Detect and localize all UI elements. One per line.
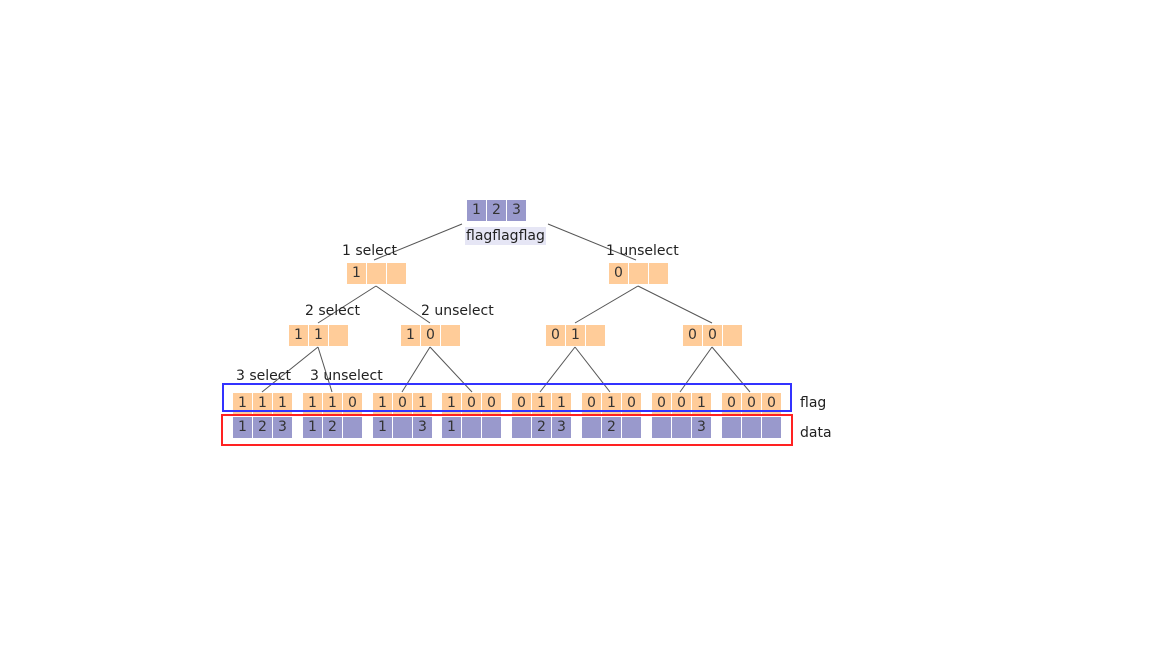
flag-leaf-8-cell-3: 0 bbox=[762, 393, 781, 414]
level2-node-1-cell-2: 1 bbox=[309, 325, 328, 346]
data-row-label: data bbox=[800, 425, 832, 441]
edge-l1b-l2d bbox=[637, 285, 713, 324]
root-label: flagflagflag bbox=[465, 227, 546, 245]
data-leaf-8-cell-2 bbox=[742, 417, 761, 438]
data-leaf-6-cell-1 bbox=[582, 417, 601, 438]
level1-node-1-cell-2 bbox=[367, 263, 386, 284]
data-leaf-3-cell-3: 3 bbox=[413, 417, 432, 438]
edge-label-3-select: 3 select bbox=[236, 368, 291, 384]
flag-leaf-1-cell-2: 1 bbox=[253, 393, 272, 414]
flag-leaf-3-cell-3: 1 bbox=[413, 393, 432, 414]
flag-leaf-5-cell-3: 1 bbox=[552, 393, 571, 414]
data-leaf-4-cell-1: 1 bbox=[442, 417, 461, 438]
level1-node-2-cell-2 bbox=[629, 263, 648, 284]
data-leaf-8-cell-3 bbox=[762, 417, 781, 438]
flag-row-label: flag bbox=[800, 395, 827, 411]
flag-leaf-8-cell-2: 0 bbox=[742, 393, 761, 414]
level2-node-4-cell-2: 0 bbox=[703, 325, 722, 346]
root-node-cell-3: 3 bbox=[507, 200, 526, 221]
flag-leaf-7-cell-1: 0 bbox=[652, 393, 671, 414]
data-leaf-1-cell-3: 3 bbox=[273, 417, 292, 438]
data-leaf-6-cell-3 bbox=[622, 417, 641, 438]
flag-leaf-3-cell-2: 0 bbox=[393, 393, 412, 414]
edge-label-2-select: 2 select bbox=[305, 303, 360, 319]
flag-leaf-4-cell-1: 1 bbox=[442, 393, 461, 414]
data-leaf-1-cell-2: 2 bbox=[253, 417, 272, 438]
level2-node-2-cell-1: 1 bbox=[401, 325, 420, 346]
flag-leaf-7-cell-3: 1 bbox=[692, 393, 711, 414]
edge-label-3-unselect: 3 unselect bbox=[310, 368, 383, 384]
data-leaf-2-cell-3 bbox=[343, 417, 362, 438]
edge-label-1-unselect: 1 unselect bbox=[606, 243, 679, 259]
flag-row-box bbox=[222, 383, 792, 412]
flag-leaf-7-cell-2: 0 bbox=[672, 393, 691, 414]
level2-node-4-cell-3 bbox=[723, 325, 742, 346]
level1-node-1-cell-3 bbox=[387, 263, 406, 284]
flag-leaf-3-cell-1: 1 bbox=[373, 393, 392, 414]
edge-root-l1a bbox=[373, 223, 463, 261]
flag-leaf-2-cell-1: 1 bbox=[303, 393, 322, 414]
level2-node-3-cell-2: 1 bbox=[566, 325, 585, 346]
edge-label-1-select: 1 select bbox=[342, 243, 397, 259]
root-node-cell-1: 1 bbox=[467, 200, 486, 221]
data-leaf-3-cell-2 bbox=[393, 417, 412, 438]
edge-l1b-l2c bbox=[574, 285, 639, 324]
data-leaf-2-cell-2: 2 bbox=[323, 417, 342, 438]
root-node-cell-2: 2 bbox=[487, 200, 506, 221]
flag-leaf-2-cell-2: 1 bbox=[323, 393, 342, 414]
level2-node-4-cell-1: 0 bbox=[683, 325, 702, 346]
flag-leaf-6-cell-2: 1 bbox=[602, 393, 621, 414]
edge-l1a-l2a bbox=[317, 285, 377, 324]
level2-node-1-cell-1: 1 bbox=[289, 325, 308, 346]
data-leaf-7-cell-3: 3 bbox=[692, 417, 711, 438]
level1-node-1-cell-1: 1 bbox=[347, 263, 366, 284]
flag-leaf-1-cell-1: 1 bbox=[233, 393, 252, 414]
edge-root-l1b bbox=[547, 223, 637, 261]
level2-node-3-cell-3 bbox=[586, 325, 605, 346]
flag-leaf-4-cell-2: 0 bbox=[462, 393, 481, 414]
level1-node-2-cell-1: 0 bbox=[609, 263, 628, 284]
flag-leaf-6-cell-1: 0 bbox=[582, 393, 601, 414]
flag-leaf-1-cell-3: 1 bbox=[273, 393, 292, 414]
data-leaf-7-cell-2 bbox=[672, 417, 691, 438]
level1-node-2-cell-3 bbox=[649, 263, 668, 284]
flag-leaf-5-cell-1: 0 bbox=[512, 393, 531, 414]
flag-leaf-4-cell-3: 0 bbox=[482, 393, 501, 414]
data-leaf-4-cell-3 bbox=[482, 417, 501, 438]
level2-node-2-cell-2: 0 bbox=[421, 325, 440, 346]
flag-leaf-6-cell-3: 0 bbox=[622, 393, 641, 414]
level2-node-2-cell-3 bbox=[441, 325, 460, 346]
data-leaf-8-cell-1 bbox=[722, 417, 741, 438]
data-row-box bbox=[221, 414, 793, 446]
data-leaf-3-cell-1: 1 bbox=[373, 417, 392, 438]
data-leaf-4-cell-2 bbox=[462, 417, 481, 438]
edge-label-2-unselect: 2 unselect bbox=[421, 303, 494, 319]
edge-l1a-l2b bbox=[375, 285, 431, 324]
data-leaf-1-cell-1: 1 bbox=[233, 417, 252, 438]
data-leaf-5-cell-1 bbox=[512, 417, 531, 438]
data-leaf-6-cell-2: 2 bbox=[602, 417, 621, 438]
level2-node-1-cell-3 bbox=[329, 325, 348, 346]
level2-node-3-cell-1: 0 bbox=[546, 325, 565, 346]
data-leaf-7-cell-1 bbox=[652, 417, 671, 438]
flag-leaf-5-cell-2: 1 bbox=[532, 393, 551, 414]
flag-leaf-8-cell-1: 0 bbox=[722, 393, 741, 414]
flag-leaf-2-cell-3: 0 bbox=[343, 393, 362, 414]
data-leaf-5-cell-2: 2 bbox=[532, 417, 551, 438]
data-leaf-5-cell-3: 3 bbox=[552, 417, 571, 438]
data-leaf-2-cell-1: 1 bbox=[303, 417, 322, 438]
